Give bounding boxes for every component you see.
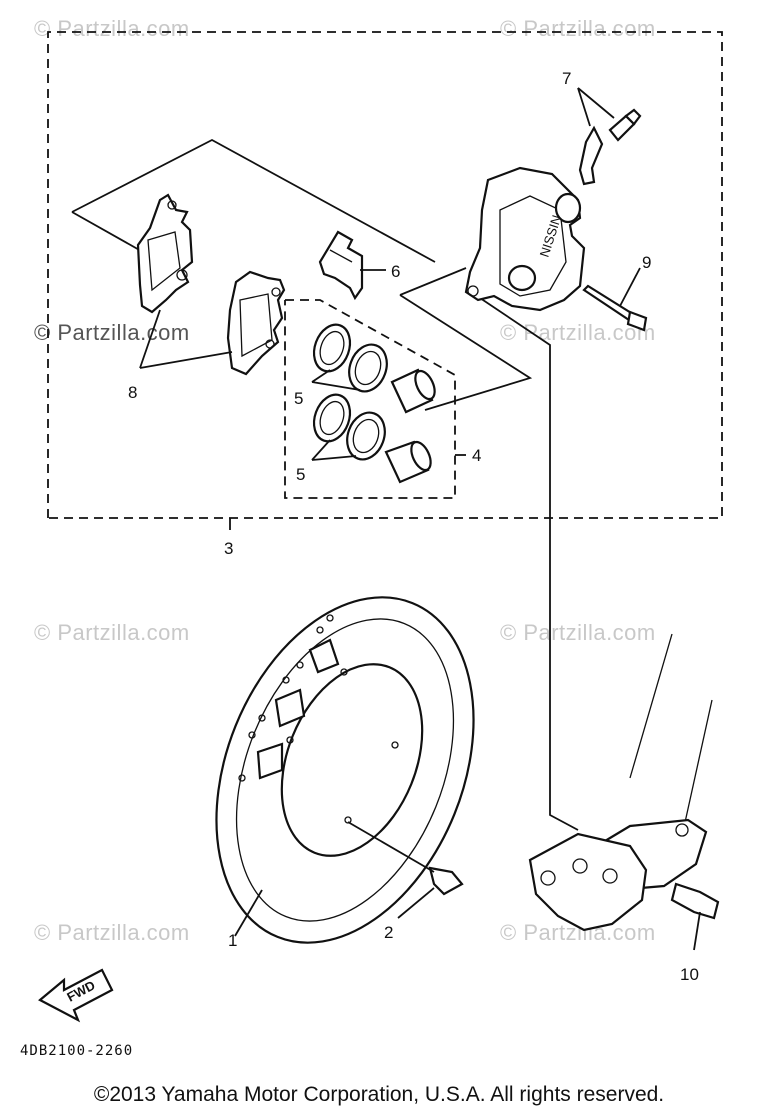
brake-disc [215,596,475,944]
leader-line [311,439,331,461]
leader-line [577,87,615,119]
brake-pad-left [136,193,194,314]
bleed-cap [578,125,604,186]
callout-5: 5 [294,389,303,408]
callout-1: 1 [228,931,237,950]
fwd-arrow-icon: FWD [38,968,114,1023]
leader-line [139,351,233,369]
caliper-body: NISSIN [464,166,586,312]
callout-9: 9 [642,253,651,272]
dust-seal [348,343,388,393]
piston-seal [312,393,352,443]
guide-line [479,297,579,831]
leader-line [311,381,361,391]
callout-3: 3 [224,539,233,558]
leader-line [577,87,591,127]
callout-2: 2 [384,923,393,942]
leader-line [397,887,435,919]
guide-line [71,138,436,263]
seal-kit-box [284,299,456,499]
piston-seal [312,323,352,373]
leader-line [139,309,161,369]
dust-seal [346,411,386,461]
diagram-code: 4DB2100-2260 [20,1043,133,1059]
callout-7: 7 [562,69,571,88]
disc-screw [428,866,464,896]
leader-line [693,911,701,951]
callout-6: 6 [391,262,400,281]
leader-line [347,821,435,873]
callout-4: 4 [472,446,481,465]
caliper-piston [384,440,432,484]
copyright-notice: ©2013 Yamaha Motor Corporation, U.S.A. A… [93,1083,665,1106]
bleed-screw [608,108,642,142]
callout-5: 5 [296,465,305,484]
caliper-mount-bolt [670,882,720,920]
caliper-assembly-box [47,31,723,519]
front-fork [528,633,713,932]
pad-spring [318,230,364,301]
callout-10: 10 [680,965,699,984]
leader-line [234,889,263,937]
leader-line [311,455,357,461]
guide-line [71,211,151,257]
caliper-bolt [582,284,648,332]
leader-line [619,267,641,307]
caliper-piston [390,368,436,414]
leader-line [311,369,331,383]
callout-8: 8 [128,383,137,402]
guide-line [399,267,467,296]
brake-pad-right [226,270,286,376]
guide-line [399,294,533,411]
